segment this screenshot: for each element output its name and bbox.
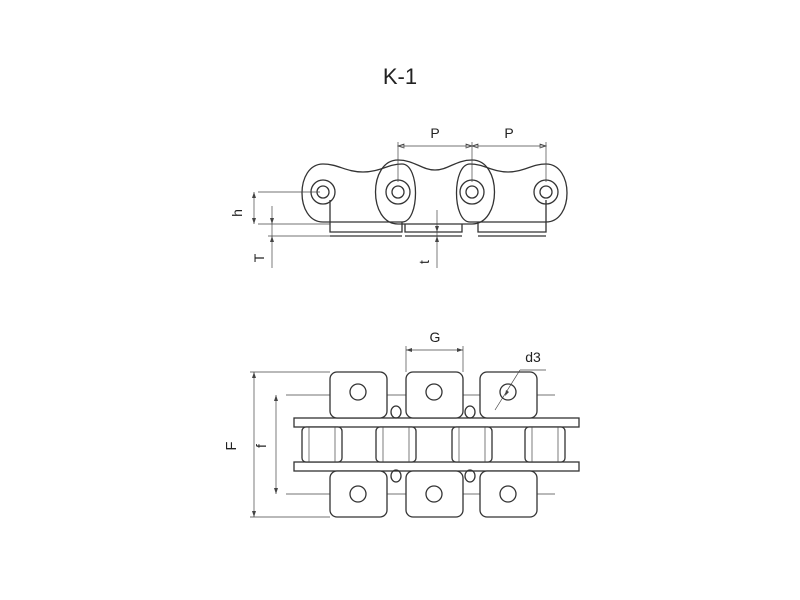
upper-side-bar xyxy=(293,417,580,428)
outer-link-outline xyxy=(301,163,417,223)
F-label: F xyxy=(223,441,240,450)
h-label: h xyxy=(229,209,245,217)
pin-head-1 xyxy=(390,405,402,419)
upper-hole-1 xyxy=(349,383,367,401)
roller-3 xyxy=(459,179,485,205)
t-arrows xyxy=(435,226,439,242)
lower-hole-3 xyxy=(499,485,517,503)
drawing-title: K-1 xyxy=(383,64,417,89)
attachment-plate-1 xyxy=(329,200,403,233)
roller-body-3 xyxy=(451,426,493,463)
lower-hole-1 xyxy=(349,485,367,503)
pitch-label-2: P xyxy=(504,125,513,141)
outer-link-outline-right xyxy=(455,163,568,223)
attachment-plate-3 xyxy=(477,200,547,233)
roller-body-1 xyxy=(301,426,343,463)
roller-2 xyxy=(385,179,411,205)
inner-link-outline xyxy=(374,159,496,225)
lower-side-bar xyxy=(293,461,580,472)
upper-attachment-3 xyxy=(479,371,538,419)
pitch-arrows xyxy=(396,143,548,149)
G-arrows xyxy=(406,348,463,352)
roller-body-2 xyxy=(375,426,417,463)
upper-attachment-2 xyxy=(405,371,464,419)
top-view: F f G d3 xyxy=(223,329,580,518)
T-arrows xyxy=(270,218,274,242)
lower-attachment-2 xyxy=(405,470,464,518)
pin-head-4 xyxy=(464,469,476,483)
pin-head-2 xyxy=(464,405,476,419)
d3-leader xyxy=(494,369,521,411)
upper-hole-2 xyxy=(425,383,443,401)
roller-body-4 xyxy=(524,426,566,463)
attachment-plate-2 xyxy=(404,224,463,233)
f-label: f xyxy=(253,444,269,448)
pin-head-3 xyxy=(390,469,402,483)
d3-arrow xyxy=(505,390,509,396)
d3-label: d3 xyxy=(525,349,541,365)
G-label: G xyxy=(430,329,441,345)
lower-hole-2 xyxy=(425,485,443,503)
lower-attachment-1 xyxy=(329,470,388,518)
t-label: t xyxy=(416,260,432,264)
pitch-label-1: P xyxy=(430,125,439,141)
T-label: T xyxy=(251,253,267,262)
side-view: P P h T t xyxy=(229,125,568,268)
lower-attachment-3 xyxy=(479,470,538,518)
upper-attachment-1 xyxy=(329,371,388,419)
upper-hole-3 xyxy=(499,383,517,401)
